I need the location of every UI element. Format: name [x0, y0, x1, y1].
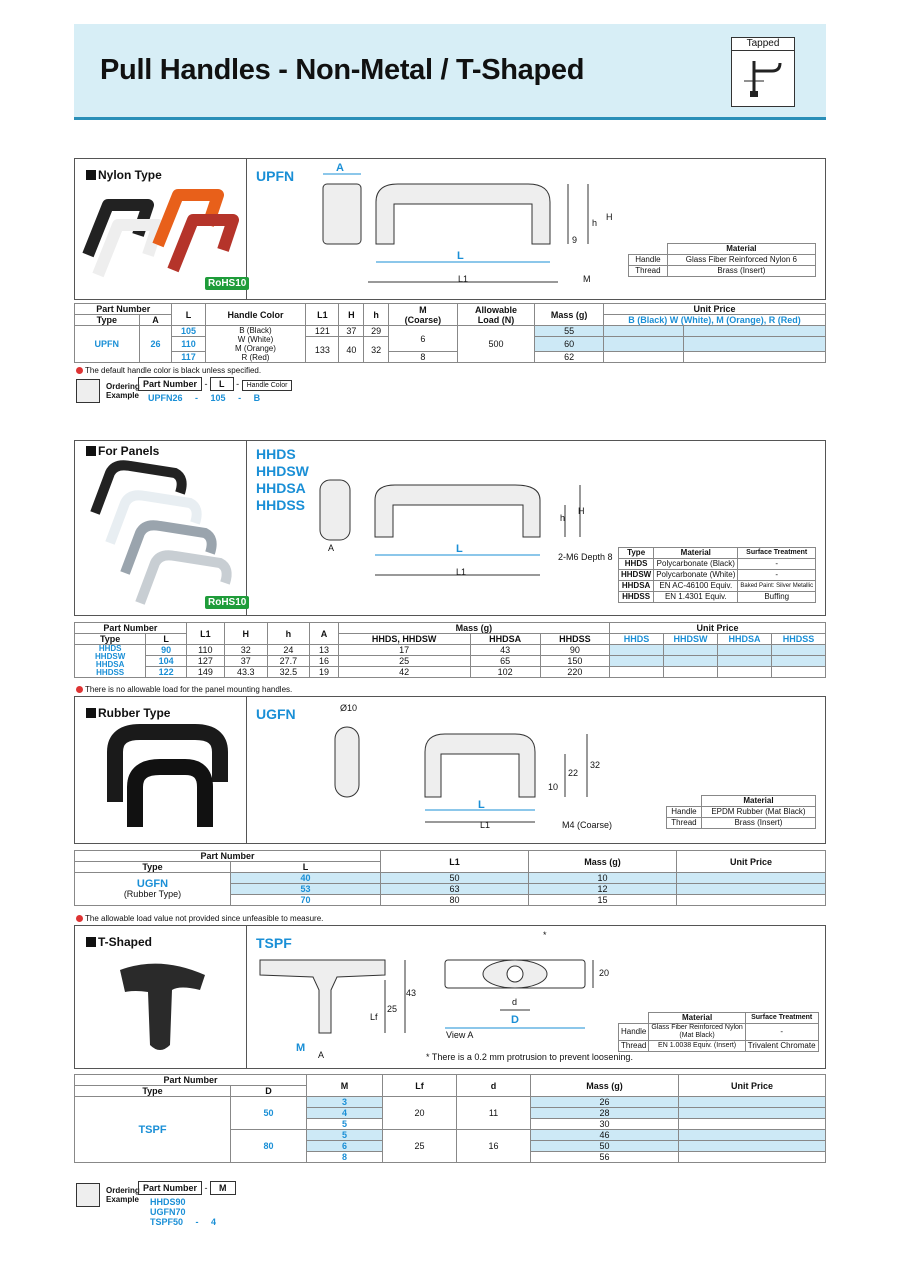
rubber-code: UGFN — [256, 706, 296, 722]
panel-drawing — [319, 479, 581, 576]
dim-20: 20 — [599, 968, 610, 978]
divider — [246, 696, 247, 844]
square-icon — [86, 708, 96, 718]
ordering-icon — [76, 379, 100, 403]
dim-m4: M4 (Coarse) — [562, 820, 613, 830]
dim-22: 22 — [568, 768, 579, 778]
dim-h: h — [560, 513, 566, 523]
dim-h: h — [592, 218, 598, 228]
dim-l1: L1 — [480, 820, 491, 830]
dim-l1: L1 — [458, 274, 469, 284]
dim-l: L — [456, 543, 463, 555]
square-icon — [86, 170, 96, 180]
square-icon — [86, 446, 96, 456]
nylon-handles-photo — [82, 189, 239, 278]
dim-d: d — [512, 997, 518, 1007]
rohs-badge: RoHS10 — [205, 596, 250, 609]
tshape-code: TSPF — [256, 935, 292, 951]
nylon-drawing — [322, 173, 589, 283]
tshape-drawing — [259, 959, 594, 1034]
tshape-footnote: * There is a 0.2 mm protrusion to preven… — [426, 1052, 633, 1062]
dim-32: 32 — [590, 760, 601, 770]
rubber-drawing — [334, 726, 588, 823]
square-icon — [86, 937, 96, 947]
order-format: Part Number - M — [138, 1181, 236, 1195]
dim-9: 9 — [572, 235, 578, 245]
dim-l: L — [478, 799, 485, 811]
order-format: Part Number - L - Handle Color — [138, 377, 293, 391]
dim-a: A — [336, 162, 344, 174]
dim-H: H — [578, 506, 585, 516]
order-example: UPFN26 - 105 - B — [148, 393, 261, 403]
rubber-handles-photo — [107, 724, 228, 827]
divider — [246, 925, 247, 1069]
dim-star: * — [543, 930, 547, 940]
rubber-label: Rubber Type — [86, 706, 170, 720]
dim-H: H — [606, 212, 613, 222]
tapped-box: Tapped — [731, 37, 795, 107]
dim-l: L — [457, 250, 464, 262]
header-band — [74, 24, 826, 120]
divider — [246, 440, 247, 616]
dim-m: M — [296, 1042, 306, 1054]
dim-m6: 2-M6 Depth 8 — [558, 552, 613, 562]
panel-note: There is no allowable load for the panel… — [76, 685, 292, 694]
dim-a: A — [318, 1050, 325, 1060]
dim-lf: Lf — [370, 1012, 378, 1022]
nylon-label: Nylon Type — [86, 168, 162, 182]
dim-10: 10 — [548, 782, 559, 792]
dim-a: A — [328, 543, 335, 553]
dim-m: M — [583, 274, 591, 284]
nylon-note: The default handle color is black unless… — [76, 366, 261, 375]
panel-handles-photo — [90, 460, 232, 605]
dim-25: 25 — [387, 1004, 398, 1014]
ordering-icon — [76, 1183, 100, 1207]
tshape-photo — [120, 963, 205, 1050]
nylon-code: UPFN — [256, 168, 295, 184]
view-a: View A — [446, 1030, 474, 1040]
dim-43: 43 — [406, 988, 417, 998]
page-title: Pull Handles - Non-Metal / T-Shaped — [100, 54, 585, 86]
tapped-icon — [744, 61, 782, 97]
tshape-label: T-Shaped — [86, 935, 152, 949]
dim-l1: L1 — [456, 567, 467, 577]
dim-D: D — [511, 1014, 519, 1026]
tapped-label: Tapped — [732, 38, 794, 51]
rubber-note: The allowable load value not provided si… — [76, 914, 323, 923]
dim-d10: Ø10 — [340, 703, 358, 713]
rohs-badge: RoHS10 — [205, 277, 250, 290]
panel-label: For Panels — [86, 444, 159, 458]
divider — [246, 158, 247, 300]
